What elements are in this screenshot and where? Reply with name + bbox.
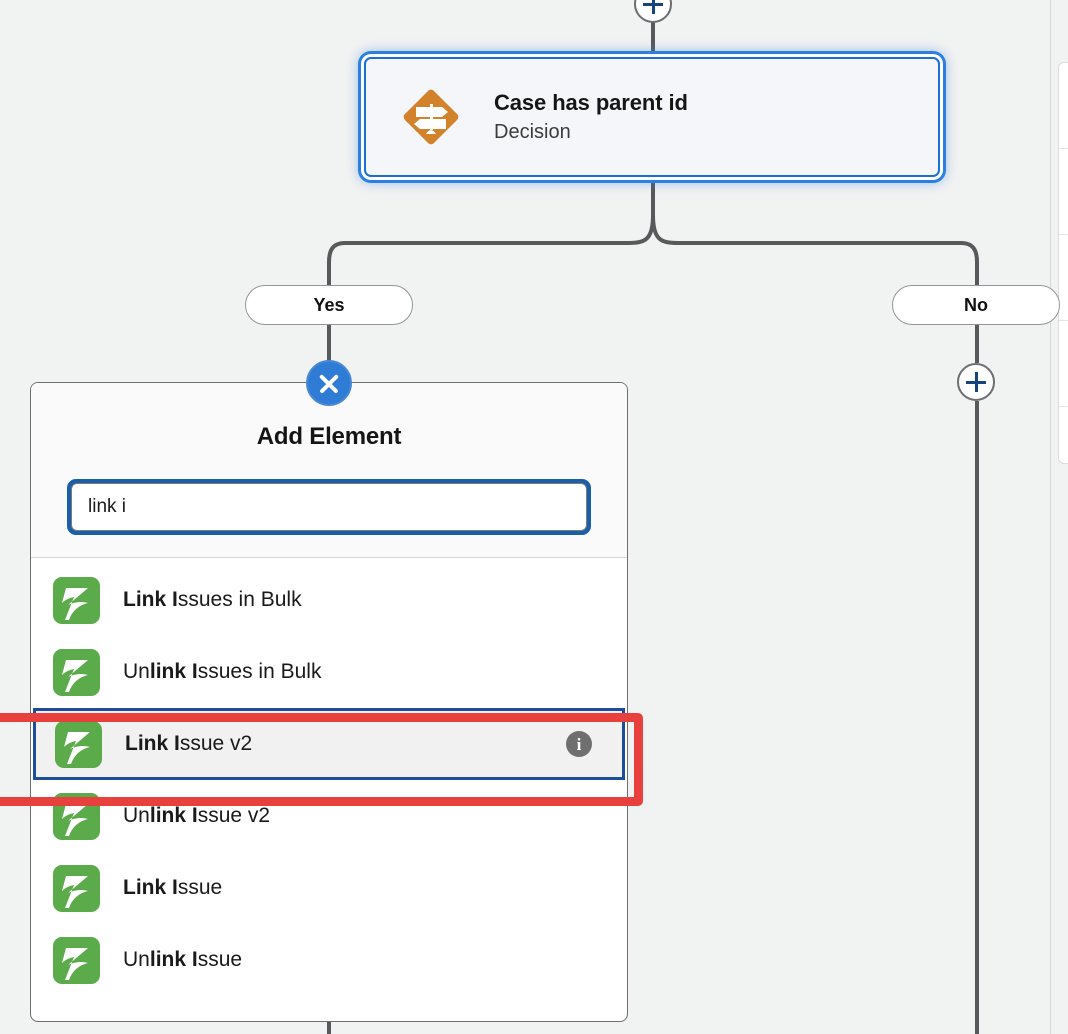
list-item[interactable]: Unlink Issue v2	[31, 780, 627, 852]
branch-label-no[interactable]: No	[892, 285, 1060, 325]
decision-node-title: Case has parent id	[494, 90, 688, 116]
zendesk-z-icon	[53, 936, 100, 984]
list-item[interactable]: Link Issue	[31, 852, 627, 924]
list-item-label: Unlink Issue v2	[123, 804, 271, 827]
add-node-top-button[interactable]	[634, 0, 672, 23]
list-item[interactable]: Link Issue v2 i	[33, 708, 625, 780]
list-item-label: Link Issues in Bulk	[123, 588, 302, 611]
canvas-right-divider	[1050, 0, 1051, 1034]
add-node-no-branch-button[interactable]	[957, 363, 995, 401]
side-panel-row[interactable]	[1059, 63, 1068, 149]
side-panel-row[interactable]	[1059, 149, 1068, 235]
zendesk-z-icon	[55, 720, 102, 768]
page-title: Add Element	[256, 423, 402, 450]
zendesk-z-icon	[53, 648, 100, 696]
list-item[interactable]: Link Issues in Bulk	[31, 564, 627, 636]
side-panel-partial[interactable]	[1058, 62, 1068, 464]
search-input[interactable]	[71, 483, 587, 531]
decision-node-subtitle: Decision	[494, 120, 571, 143]
zendesk-z-icon	[53, 576, 100, 624]
list-item-label: Unlink Issues in Bulk	[123, 660, 322, 683]
zendesk-z-icon	[53, 792, 100, 840]
decision-node[interactable]: Case has parent id Decision	[364, 57, 940, 177]
close-icon[interactable]	[306, 360, 352, 406]
decision-node-text: Case has parent id Decision	[494, 89, 688, 145]
list-item[interactable]: Unlink Issues in Bulk	[31, 636, 627, 708]
side-panel-row[interactable]	[1059, 321, 1068, 407]
list-item-label: Link Issue	[123, 876, 223, 899]
search-field-wrapper	[67, 479, 591, 535]
signpost-decision-icon	[400, 86, 462, 148]
list-item-label: Unlink Issue	[123, 948, 243, 971]
list-item-label: Link Issue v2	[125, 732, 253, 755]
info-icon[interactable]: i	[566, 731, 592, 757]
list-item[interactable]: Unlink Issue	[31, 924, 627, 996]
add-element-header: Add Element	[31, 383, 627, 558]
side-panel-row[interactable]	[1059, 235, 1068, 321]
branch-label-yes[interactable]: Yes	[245, 285, 413, 325]
zendesk-z-icon	[53, 864, 100, 912]
